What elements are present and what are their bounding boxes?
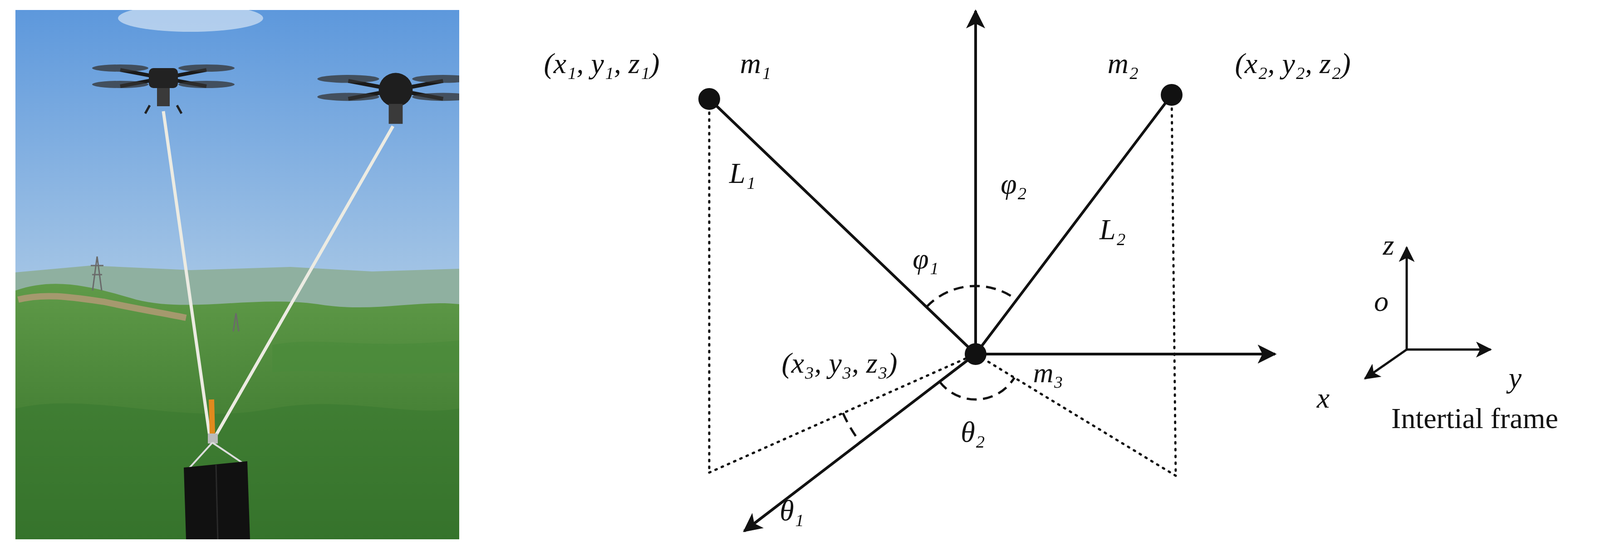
photo — [15, 9, 460, 540]
math-label: (x₃, y₃, z₃) — [781, 347, 898, 378]
math-label: y — [1508, 362, 1522, 393]
math-label: L₁ — [729, 157, 756, 189]
math-label: θ₁ — [779, 495, 805, 526]
math-label: x — [1316, 382, 1330, 413]
math-label: o — [1374, 285, 1389, 317]
frame-caption: Intertial frame — [1391, 402, 1559, 434]
math-label: m₃ — [1033, 358, 1064, 388]
math-label: z — [1383, 229, 1395, 261]
math-label: L₂ — [1099, 214, 1126, 245]
math-label: φ₂ — [1000, 168, 1027, 199]
math-label: φ₁ — [912, 243, 939, 274]
math-label: θ₂ — [960, 416, 986, 447]
math-label: m₁ — [740, 48, 771, 79]
math-label: (x₁, y₁, z₁) — [543, 48, 660, 79]
math-label: m₂ — [1107, 48, 1139, 79]
math-label: (x₂, y₂, z₂) — [1234, 48, 1351, 79]
